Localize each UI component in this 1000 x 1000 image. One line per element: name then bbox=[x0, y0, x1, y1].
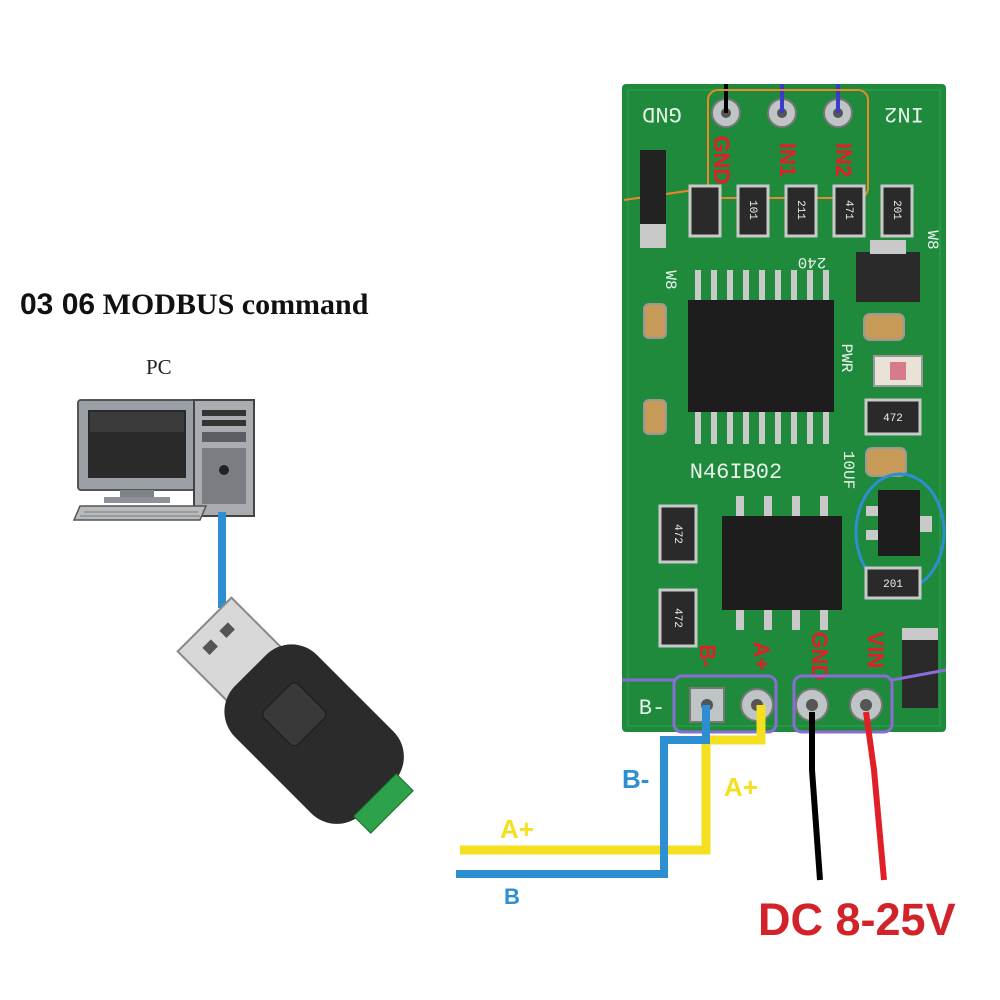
adapter-terminal bbox=[353, 773, 414, 834]
adapter-body bbox=[224, 644, 404, 824]
power-label: DC 8-25V bbox=[758, 894, 956, 945]
label-in1-top: IN1 bbox=[775, 143, 800, 177]
wire-b-minus bbox=[456, 705, 710, 878]
silk-240: 240 bbox=[798, 253, 827, 271]
silk-w8-left: W8 bbox=[661, 270, 679, 289]
silk-w8-right: W8 bbox=[923, 230, 941, 249]
transistor bbox=[856, 252, 920, 302]
wire-gnd bbox=[809, 712, 823, 881]
wire-label-b-minus: B- bbox=[622, 764, 649, 794]
pc-illustration bbox=[72, 399, 255, 521]
res-label-472-top: 472 bbox=[883, 413, 903, 425]
res-label-201b: 201 bbox=[883, 579, 903, 591]
label-gnd-bottom: GND bbox=[807, 632, 832, 681]
pc-label: PC bbox=[146, 355, 172, 379]
resistor-472-top bbox=[864, 398, 922, 436]
wire-label-a-plus: A+ bbox=[724, 772, 758, 802]
monitor bbox=[77, 399, 197, 503]
res-label-101: 101 bbox=[746, 200, 758, 220]
resistor-472-low bbox=[658, 588, 698, 648]
pcb-board: GND IN2 GND IN1 IN2 101 211 471 201 W8 bbox=[622, 84, 947, 734]
silk-b-minus: B- bbox=[639, 696, 665, 721]
regulator bbox=[878, 490, 920, 556]
label-gnd-top: GND bbox=[709, 136, 734, 185]
label-vin: VIN bbox=[863, 632, 888, 669]
resistor-472-mid bbox=[658, 504, 698, 564]
power-pins-highlight bbox=[792, 674, 894, 734]
capacitor-left bbox=[643, 303, 667, 339]
rs485-pins-highlight bbox=[672, 674, 778, 734]
keyboard bbox=[72, 505, 208, 521]
resistor-201-bottom bbox=[864, 566, 922, 600]
res-label-471: 471 bbox=[842, 200, 854, 220]
capacitor-small bbox=[863, 313, 905, 341]
rs485-chip bbox=[722, 496, 842, 630]
capacitor-10uf bbox=[865, 447, 907, 477]
res-label-472-mid: 472 bbox=[671, 524, 683, 544]
label-b-minus: B- bbox=[695, 644, 720, 667]
label-in2-top: IN2 bbox=[831, 143, 856, 177]
command-code: 03 06 bbox=[20, 288, 96, 321]
label-a-plus: A+ bbox=[749, 642, 774, 671]
chip-label: N46IB02 bbox=[690, 460, 782, 485]
wires bbox=[456, 705, 887, 881]
computer-tower bbox=[193, 399, 255, 517]
res-label-472-low: 472 bbox=[671, 608, 683, 628]
top-left-silk: GND bbox=[642, 101, 682, 126]
res-label-201: 201 bbox=[890, 200, 902, 220]
command-title: 03 06 MODBUS command bbox=[20, 288, 368, 322]
usb-rs485-adapter bbox=[176, 596, 414, 834]
wire-label-b-lower: B bbox=[504, 884, 520, 909]
resistor-row: 101 211 471 201 bbox=[688, 184, 914, 238]
left-connector bbox=[640, 150, 666, 230]
top-right-silk: IN2 bbox=[884, 101, 924, 126]
silk-10uf: 10UF bbox=[839, 451, 857, 489]
main-ic bbox=[688, 270, 834, 444]
wire-label-a-plus-lower: A+ bbox=[500, 814, 534, 844]
command-text: MODBUS command bbox=[102, 288, 369, 321]
silk-pwr: PWR bbox=[837, 344, 855, 373]
capacitor-left-2 bbox=[643, 399, 667, 435]
res-label-211: 211 bbox=[794, 200, 806, 220]
wire-vin bbox=[863, 711, 887, 881]
diode bbox=[902, 628, 938, 708]
